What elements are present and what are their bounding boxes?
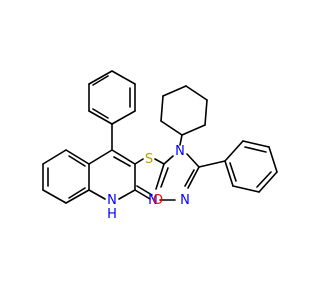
bond-inner <box>229 162 237 182</box>
bond-inner <box>68 187 86 199</box>
bonds <box>42 70 278 204</box>
atom-labels: S N N N N H O <box>107 144 190 222</box>
bond <box>42 189 67 204</box>
bond <box>65 149 90 165</box>
bond <box>111 149 136 165</box>
bond <box>224 160 234 187</box>
bond <box>42 149 67 165</box>
bond-inner <box>92 108 109 119</box>
bond <box>198 160 226 168</box>
bond <box>155 163 165 190</box>
bond <box>111 70 136 85</box>
bond <box>88 110 113 125</box>
carbonyl-o-label: O <box>153 193 163 208</box>
bond <box>88 189 106 200</box>
bond <box>163 155 174 165</box>
sulfur-atom-label: S <box>145 152 153 167</box>
bond <box>111 110 136 125</box>
structure-drawing: S N N N N H O <box>42 70 278 222</box>
bond-inner <box>244 146 267 153</box>
bond <box>179 134 183 146</box>
bond <box>242 140 270 148</box>
bond <box>134 158 144 165</box>
triazole-n4-label: N <box>175 144 185 159</box>
bond <box>224 140 244 162</box>
triazole-n1-label: N <box>148 193 158 208</box>
bond <box>268 146 278 173</box>
bond <box>160 95 164 122</box>
bond <box>160 120 183 136</box>
bond <box>258 171 278 193</box>
bond-inner <box>113 156 131 167</box>
bond-inner <box>68 155 86 167</box>
bond <box>187 166 200 189</box>
quinolinone-n-label: N <box>107 193 117 208</box>
bond-inner <box>184 169 195 187</box>
molecule-canvas: S N N N N H O <box>42 70 278 222</box>
bond <box>181 124 206 136</box>
bond-inner <box>256 171 272 188</box>
bond <box>162 85 187 97</box>
bond <box>232 185 260 193</box>
bond <box>118 189 136 200</box>
bond <box>136 185 153 196</box>
bond-inner <box>160 167 169 188</box>
bond <box>134 189 151 200</box>
bond <box>88 70 113 85</box>
triazole-n2-label: N <box>180 193 190 208</box>
bond <box>186 153 200 168</box>
quinolinone-h-label: H <box>107 207 117 222</box>
bond <box>204 99 208 126</box>
bond <box>154 158 165 165</box>
bond <box>185 85 208 101</box>
bond-inner <box>92 75 109 86</box>
bond <box>65 189 90 204</box>
bond <box>88 149 113 165</box>
